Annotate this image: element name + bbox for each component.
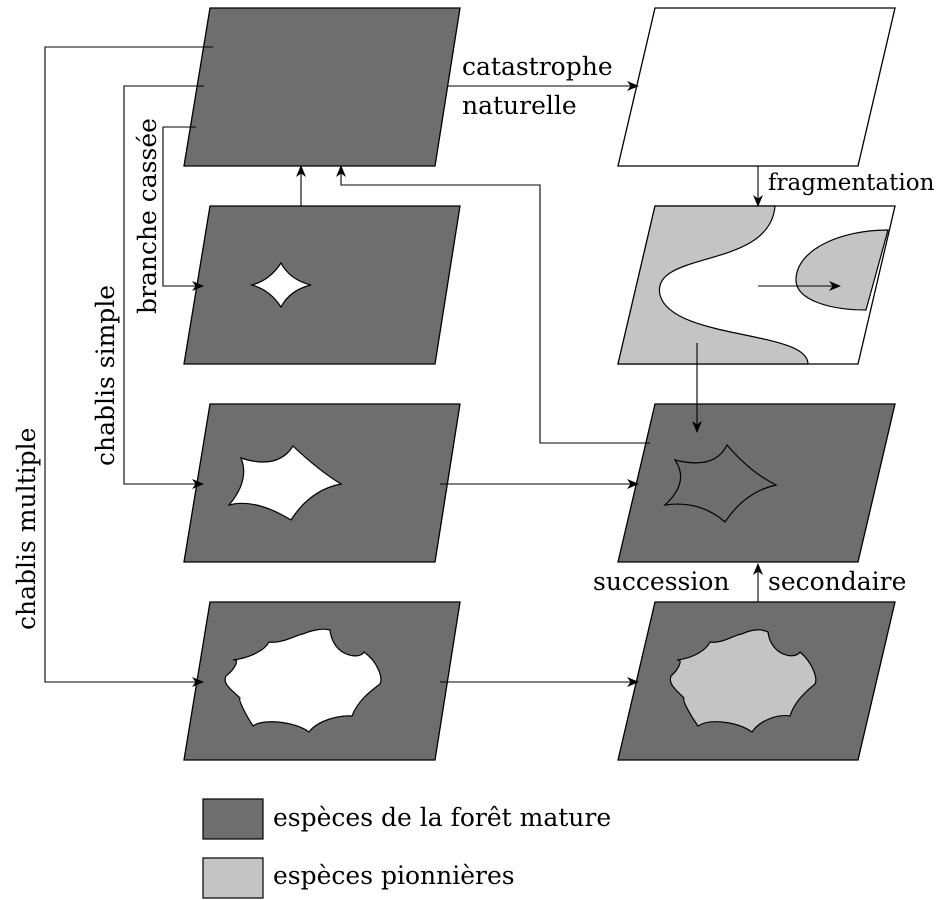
arrow-single-treefall (123, 85, 204, 489)
arrow-succession-recovery (336, 165, 650, 444)
intact-forest-plot (183, 7, 461, 167)
recovered-gap-outline (663, 443, 778, 523)
legend-label-mature: espèces de la forêt mature (273, 803, 611, 832)
pioneer-patch-area (795, 229, 889, 311)
pioneer-front-area (617, 205, 809, 365)
label-succession: succession (593, 567, 730, 596)
multiple-treefall-opening (224, 628, 382, 733)
legend: espèces de la forêt mature espèces pionn… (202, 798, 611, 899)
legend-label-pioneer: espèces pionnières (273, 861, 515, 890)
single-treefall-opening (227, 445, 343, 521)
legend-swatch-mature (202, 798, 264, 840)
pioneer-filled-gap (669, 629, 817, 733)
label-chablis-multiple: chablis multiple (12, 428, 41, 630)
label-naturelle: naturelle (462, 91, 577, 120)
label-chablis-simple: chablis simple (91, 285, 120, 466)
arrow-multiple-treefall (44, 46, 213, 687)
label-secondaire: secondaire (768, 567, 906, 596)
branch-gap-plot (183, 205, 461, 365)
arrow-branch-broken (162, 126, 204, 291)
label-fragmentation: fragmentation (768, 170, 935, 196)
catastrophe-plot (617, 7, 896, 167)
label-branche-cassee: branche cassée (133, 118, 162, 314)
branch-gap-opening (249, 261, 312, 309)
legend-swatch-pioneer (202, 857, 264, 899)
label-catastrophe: catastrophe (462, 52, 613, 81)
